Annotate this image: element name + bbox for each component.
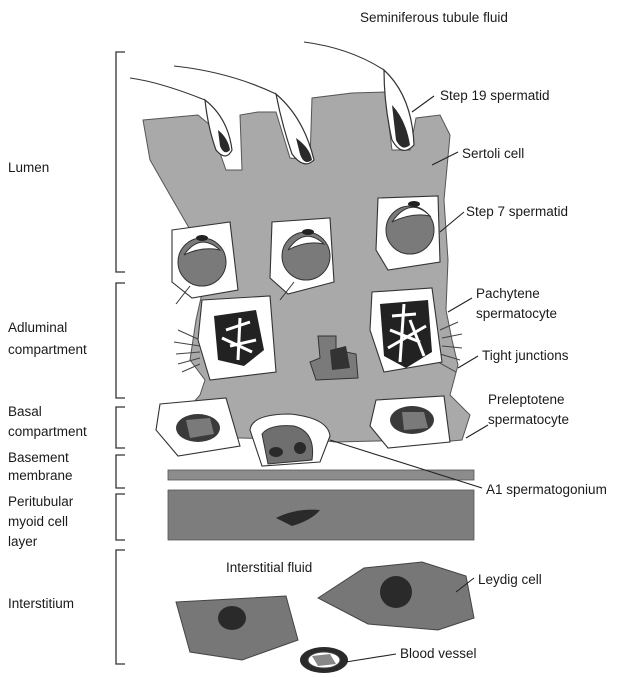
label-pachytene-2: spermatocyte	[476, 306, 557, 322]
label-interstitium: Interstitium	[8, 596, 74, 612]
label-adluminal-2: compartment	[8, 342, 87, 358]
bracket-basement	[116, 455, 125, 488]
myoid-layer	[168, 490, 474, 540]
label-tight-junctions: Tight junctions	[482, 348, 569, 364]
flagella	[130, 42, 384, 100]
pachytene-2	[370, 288, 442, 372]
label-peritubular-3: layer	[8, 534, 37, 550]
preleptotene-1	[156, 398, 240, 456]
label-leydig: Leydig cell	[478, 572, 542, 588]
label-lumen: Lumen	[8, 160, 49, 176]
label-peritubular-2: myoid cell	[8, 514, 68, 530]
label-adluminal-1: Adluminal	[8, 320, 67, 336]
spermatid-7-3	[376, 196, 440, 270]
a1-spermatogonium	[250, 414, 330, 466]
label-step7: Step 7 spermatid	[466, 204, 568, 220]
spermatid-7-1	[172, 222, 238, 304]
label-step19: Step 19 spermatid	[440, 88, 550, 104]
region-brackets	[116, 52, 125, 664]
label-peritubular-1: Peritubular	[8, 494, 73, 510]
blood-vessel-shape	[300, 647, 348, 673]
label-preleptotene-2: spermatocyte	[488, 412, 569, 428]
label-basement-1: Basement	[8, 450, 69, 466]
bracket-adluminal	[116, 283, 125, 398]
title-label: Seminiferous tubule fluid	[360, 10, 508, 26]
label-blood-vessel: Blood vessel	[400, 646, 477, 662]
pachytene-1	[198, 296, 276, 380]
label-interstitial-fluid: Interstitial fluid	[226, 560, 312, 576]
label-sertoli: Sertoli cell	[462, 146, 524, 162]
label-basal-2: compartment	[8, 424, 87, 440]
label-pachytene-1: Pachytene	[476, 286, 540, 302]
preleptotene-2	[370, 396, 450, 448]
bracket-lumen	[116, 52, 125, 272]
label-preleptotene-1: Preleptotene	[488, 392, 565, 408]
label-basement-2: membrane	[8, 468, 73, 484]
label-a1-spermatogonium: A1 spermatogonium	[486, 482, 607, 498]
bracket-interstitium	[116, 550, 125, 664]
label-basal-1: Basal	[8, 404, 42, 420]
bracket-peritubular	[116, 494, 125, 540]
bracket-basal	[116, 407, 125, 448]
